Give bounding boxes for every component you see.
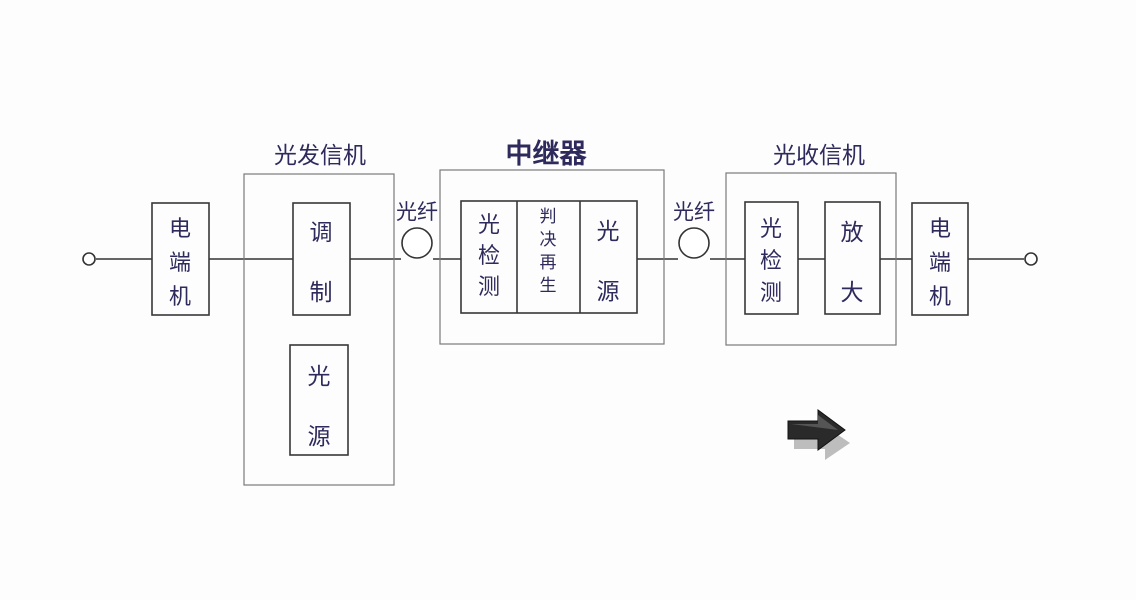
left-terminal-label-3: 机 — [169, 285, 191, 310]
regenerator-label-2: 决 — [540, 230, 557, 250]
receiver-detector-label-2: 检 — [760, 249, 782, 274]
receiver-title: 光收信机 — [773, 143, 865, 169]
regenerator-label-3: 再 — [540, 253, 557, 273]
receiver-detector-label-1: 光 — [760, 217, 782, 242]
transmitter-light-source-label-1: 光 — [308, 364, 331, 390]
right-terminal-label-1: 电 — [929, 217, 951, 242]
left-terminal-box — [151, 202, 210, 316]
repeater-title: 中继器 — [506, 138, 588, 170]
repeater-detector-label-1: 光 — [478, 213, 500, 238]
receiver-detector-label-3: 测 — [760, 281, 782, 306]
repeater-block — [460, 200, 638, 314]
amplifier-box — [824, 201, 881, 315]
fiber-coil-right — [678, 227, 710, 259]
modulator-label-1: 调 — [310, 220, 333, 246]
receiver-detector-box — [744, 201, 799, 315]
transmitter-light-source-label-2: 源 — [308, 424, 331, 450]
fiber-right-label: 光纤 — [673, 200, 715, 224]
transmitter-title: 光发信机 — [274, 143, 366, 169]
transmitter-light-source-box — [289, 344, 349, 456]
repeater-light-source-label-2: 源 — [597, 279, 620, 305]
right-terminal-label-2: 端 — [929, 251, 951, 276]
fiber-left-label: 光纤 — [396, 200, 438, 224]
repeater-detector-label-2: 检 — [478, 244, 500, 269]
amplifier-label-1: 放 — [841, 220, 864, 246]
modulator-box — [292, 202, 351, 316]
right-arrow-icon — [787, 409, 850, 460]
regenerator-label-4: 生 — [540, 276, 557, 296]
receiver-frame — [725, 172, 897, 346]
amplifier-label-2: 大 — [841, 280, 864, 306]
repeater-detector-label-3: 测 — [478, 275, 500, 300]
transmitter-frame — [243, 173, 395, 486]
fiber-coil-left — [401, 227, 433, 259]
left-terminal-label-1: 电 — [169, 217, 191, 242]
repeater-light-source-label-1: 光 — [597, 219, 620, 245]
output-terminal-node — [1024, 252, 1038, 266]
modulator-label-2: 制 — [310, 280, 333, 306]
right-terminal-box — [911, 202, 969, 316]
regenerator-label-1: 判 — [540, 207, 557, 227]
right-terminal-label-3: 机 — [929, 285, 951, 310]
input-terminal-node — [82, 252, 96, 266]
left-terminal-label-2: 端 — [169, 251, 191, 276]
repeater-frame — [439, 169, 665, 345]
